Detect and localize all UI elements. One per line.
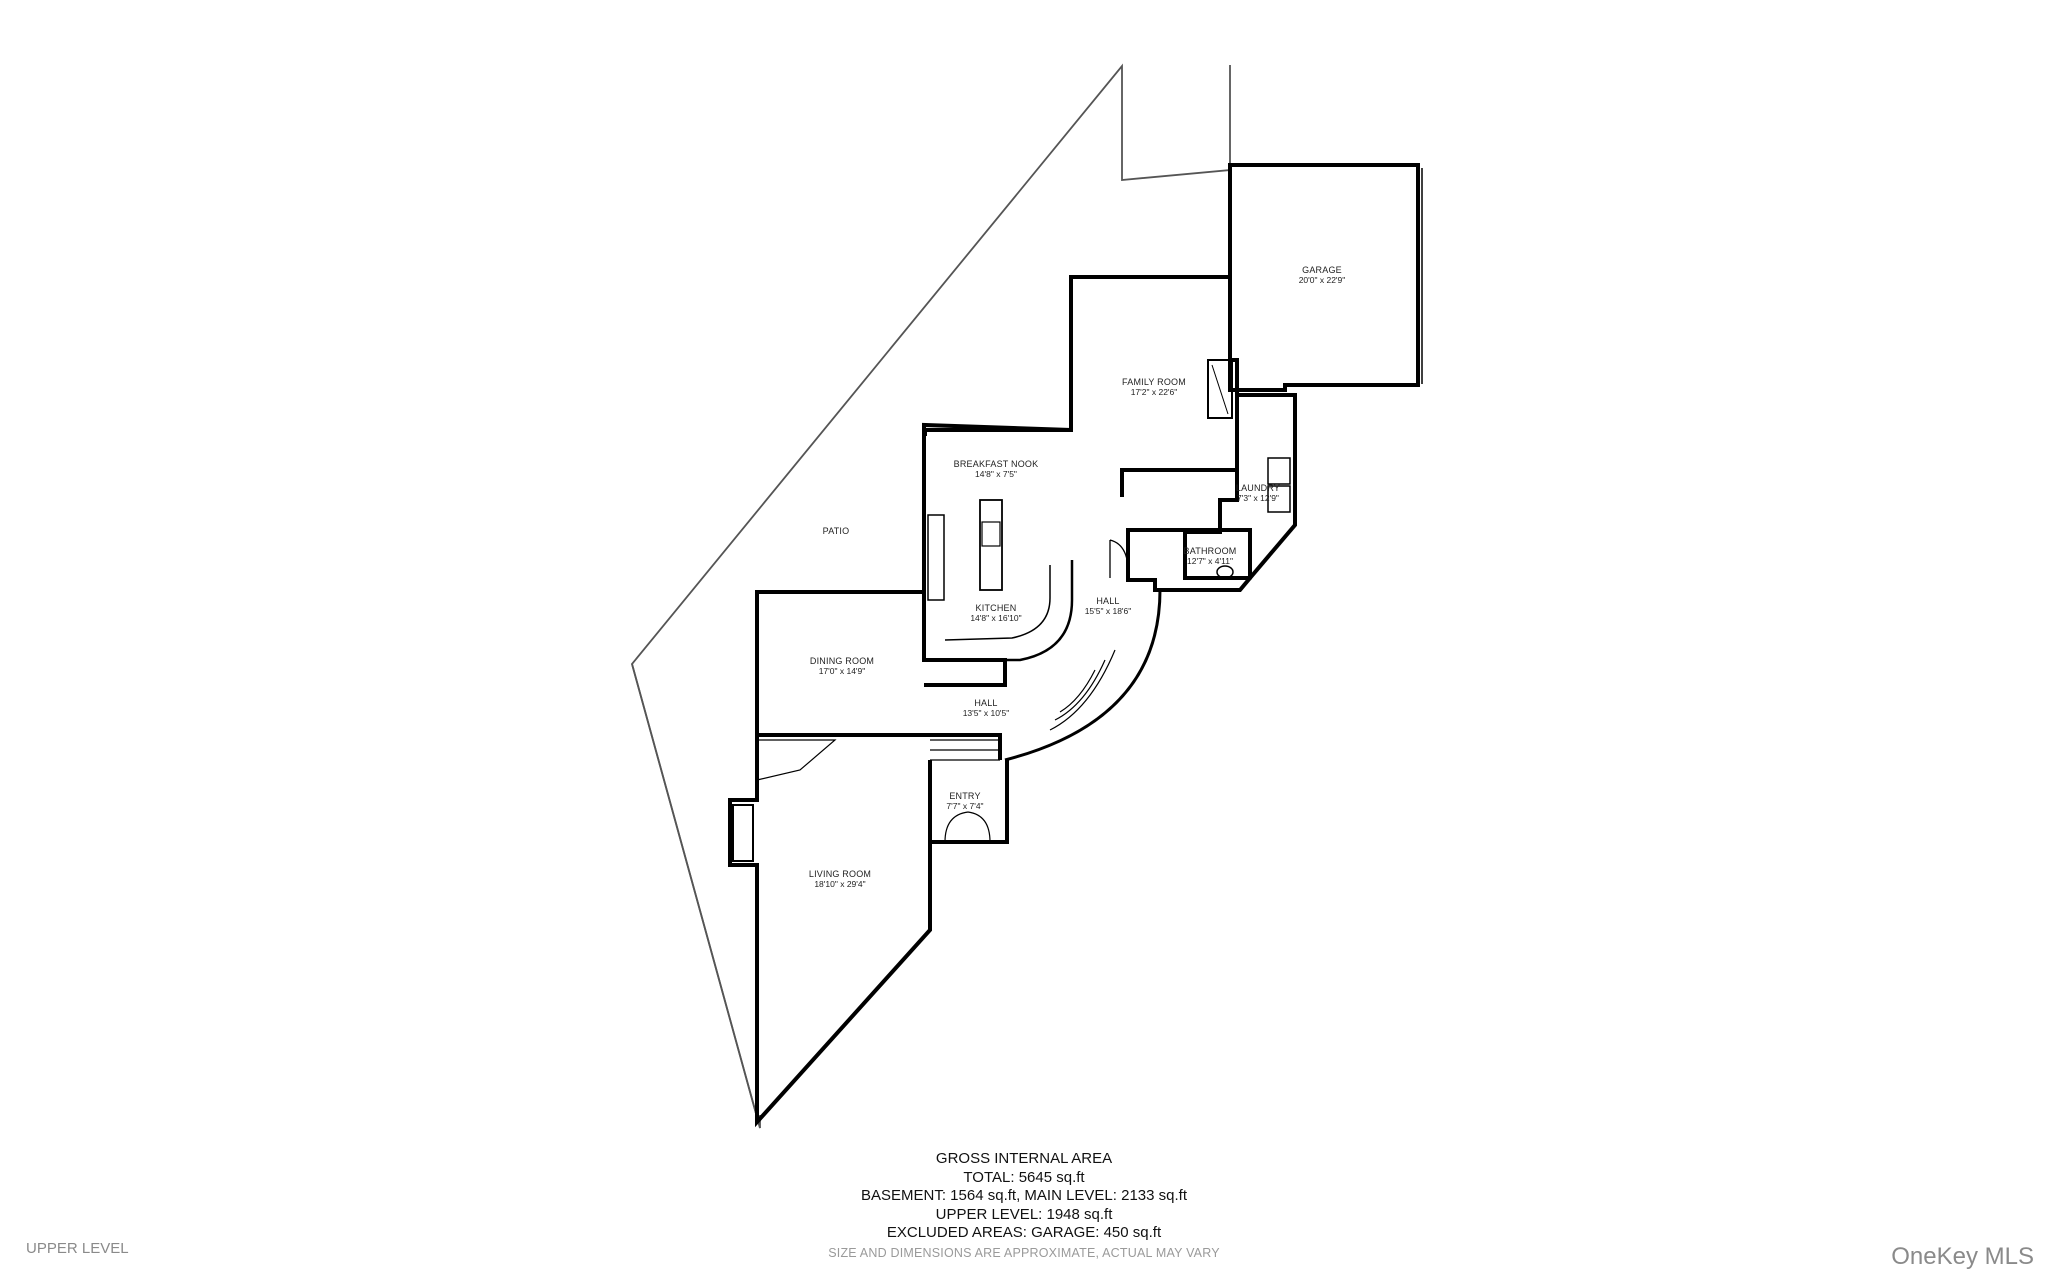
hall-lower-label: HALL [974, 698, 997, 708]
family-room-walls [923, 275, 1230, 436]
entry-dims: 7'7" x 7'4" [946, 801, 983, 811]
dining-room-label: DINING ROOM [810, 656, 874, 666]
bathroom-label: BATHROOM [1184, 546, 1237, 556]
level-label: UPPER LEVEL [26, 1240, 129, 1257]
family-fireplace [1207, 359, 1233, 419]
area-excluded: EXCLUDED AREAS: GARAGE: 450 sq.ft [886, 1224, 1162, 1241]
patio-outline [631, 63, 1231, 1129]
staircase-curve [1004, 589, 1162, 762]
family-room-dims: 17'2" x 22'6" [1131, 387, 1178, 397]
area-total: TOTAL: 5645 sq.ft [963, 1168, 1085, 1186]
bathroom-toilet [1216, 565, 1234, 579]
kitchen-counter-curve [945, 560, 1074, 662]
kitchen-counter-curve-inner [944, 565, 1051, 641]
living-stairs [756, 739, 837, 781]
living-fireplace [732, 804, 754, 862]
kitchen-island [979, 499, 1003, 591]
living-room-label: LIVING ROOM [809, 869, 871, 879]
area-levels-2: UPPER LEVEL: 1948 sq.ft [935, 1205, 1113, 1223]
patio-label: PATIO [823, 526, 850, 536]
laundry-washer [1267, 457, 1291, 485]
family-room-label: FAMILY ROOM [1122, 377, 1186, 387]
kitchen-cooktop [981, 521, 1001, 547]
entry-walls [928, 760, 1009, 844]
area-heading: GROSS INTERNAL AREA [935, 1150, 1113, 1167]
laundry-dryer [1267, 485, 1291, 513]
garage-walls [1228, 163, 1420, 392]
garage-dims: 20'0" x 22'9" [1299, 275, 1346, 285]
kitchen-label: KITCHEN [976, 603, 1017, 613]
living-room-dims: 18'10" x 29'4" [814, 879, 865, 889]
breakfast-nook-dims: 14'8" x 7'5" [975, 469, 1017, 479]
staircase-steps [1049, 649, 1116, 731]
laundry-label: LAUNDRY [1236, 483, 1280, 493]
brand-watermark: OneKey MLS [1891, 1243, 2034, 1270]
kitchen-sink-counter [927, 514, 945, 601]
hall-upper-label: HALL [1096, 596, 1119, 606]
gross-internal-area: GROSS INTERNAL AREA TOTAL: 5645 sq.ft BA… [0, 1150, 2048, 1262]
bathroom-walls [1126, 528, 1252, 592]
laundry-walls [1183, 393, 1297, 580]
hall-upper-dims: 15'5" x 18'6" [1085, 606, 1132, 616]
breakfast-nook-label: BREAKFAST NOOK [954, 459, 1039, 469]
entry-doors [944, 811, 991, 843]
kitchen-dims: 14'8" x 16'10" [970, 613, 1021, 623]
area-disclaimer: SIZE AND DIMENSIONS ARE APPROXIMATE, ACT… [828, 1245, 1220, 1260]
family-fireplace-hatch [1211, 364, 1229, 415]
bathroom-dims: 12'7" x 4'11" [1187, 556, 1233, 566]
garage-label: GARAGE [1302, 265, 1342, 275]
dining-room-walls [755, 590, 1002, 760]
living-room-walls [728, 735, 932, 1128]
area-levels-1: BASEMENT: 1564 sq.ft, MAIN LEVEL: 2133 s… [861, 1187, 1187, 1204]
entry-label: ENTRY [949, 791, 980, 801]
hall-lower-dims: 13'5" x 10'5" [963, 708, 1010, 718]
bathroom-door [1109, 539, 1129, 579]
laundry-dims: 7'3" x 12'9" [1237, 493, 1279, 503]
dining-room-dims: 17'0" x 14'9" [819, 666, 866, 676]
patio-edge [631, 663, 761, 1129]
